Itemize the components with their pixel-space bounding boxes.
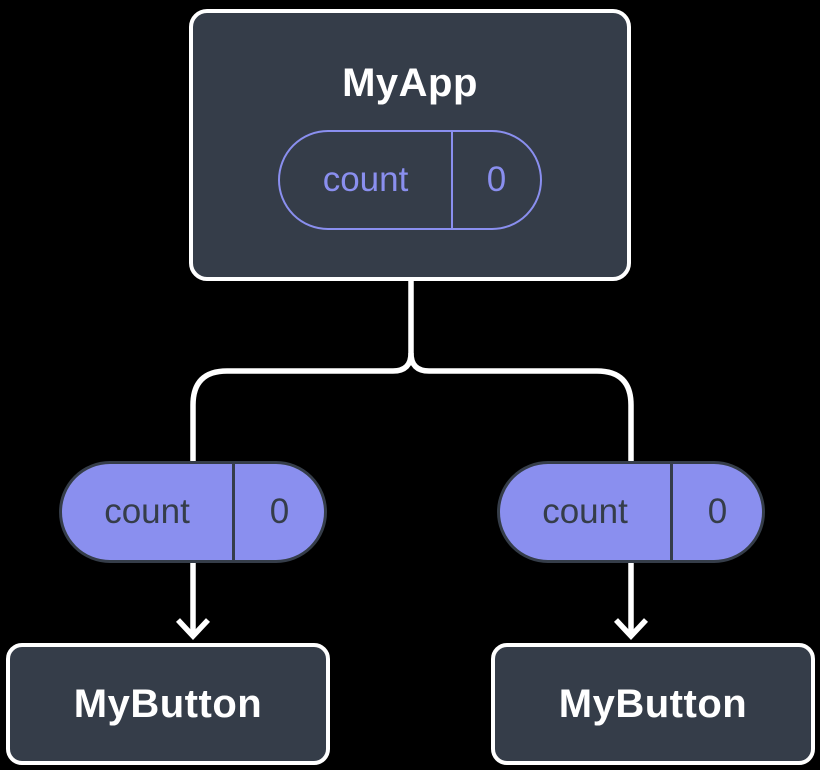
mybutton-card-right: MyButton — [491, 643, 815, 765]
state-pill: count 0 — [278, 130, 542, 230]
prop-pill-right-value: 0 — [670, 464, 762, 560]
prop-arrow-left-head — [175, 618, 211, 641]
tree-branch-right — [408, 352, 634, 461]
myapp-title: MyApp — [342, 61, 478, 105]
mybutton-card-left: MyButton — [6, 643, 330, 765]
prop-pill-left-value: 0 — [232, 464, 324, 560]
prop-pill-left-label: count — [104, 492, 190, 531]
prop-pill-left: count 0 — [59, 461, 327, 563]
prop-pill-right: count 0 — [497, 461, 765, 563]
prop-pill-right-label: count — [542, 492, 628, 531]
state-pill-value: 0 — [451, 132, 540, 228]
mybutton-title-right: MyButton — [558, 681, 748, 726]
myapp-card: MyApp count 0 — [189, 9, 631, 281]
state-pill-label: count — [322, 160, 409, 199]
tree-branch-left — [190, 277, 414, 461]
mybutton-title-left: MyButton — [73, 681, 263, 726]
prop-arrow-right-head — [613, 618, 649, 641]
